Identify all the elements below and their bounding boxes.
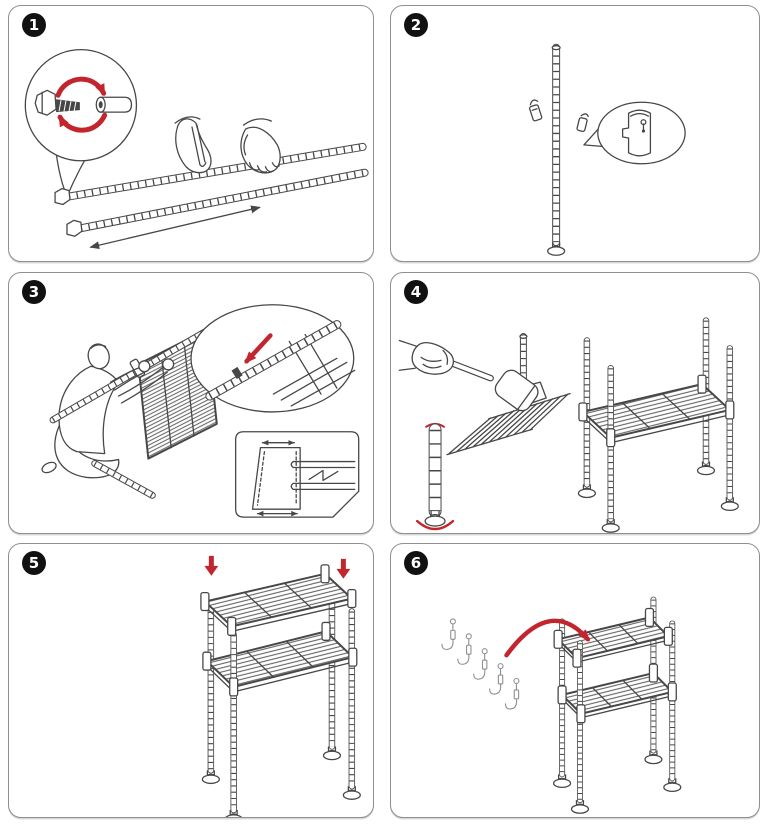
step-panel-5: 5: [8, 543, 374, 818]
segmented-pole-lower: [91, 460, 156, 499]
hand-left: [174, 116, 212, 174]
segmented-pole-lower: [66, 168, 369, 237]
sleeve-cross-section-box: [235, 431, 360, 518]
step-number: 3: [28, 283, 40, 301]
zoom-ellipse: [190, 304, 356, 413]
sleeve-detail-icon: [621, 109, 652, 157]
press-down-arrow-right: [336, 558, 351, 579]
step-panel-1: 1: [8, 5, 374, 262]
illustration-step-5: [200, 555, 361, 817]
step-number-badge: 2: [404, 13, 428, 37]
two-tier-unit: [200, 564, 361, 817]
mallet-scene: [398, 333, 571, 456]
clip-mark: [231, 366, 243, 380]
illustration-step-4: [398, 317, 739, 533]
sleeve-clip-right: [576, 113, 589, 133]
press-down-arrow-left: [204, 555, 219, 576]
pole-socket-icon: [95, 96, 133, 113]
step-panel-3: 3: [8, 272, 374, 534]
segmented-pole-vertical: [547, 43, 566, 256]
step-number: 2: [410, 16, 422, 34]
step-panel-4: 4: [390, 272, 760, 534]
illustration-step-2: [529, 43, 686, 256]
hook-parts: [441, 618, 520, 710]
kneeling-person: [41, 343, 120, 479]
step-number-badge: 4: [404, 280, 428, 304]
single-shelf-unit: [577, 317, 739, 533]
step-number: 1: [28, 16, 40, 34]
illustration-step-3: [41, 304, 360, 518]
insert-arrow-icon: [244, 333, 273, 364]
illustration-step-1: [24, 49, 369, 250]
step-number: 4: [410, 283, 422, 301]
rotate-arrows-icon: [55, 76, 108, 133]
top-shelf: [200, 564, 357, 636]
step-number-badge: 1: [22, 13, 46, 37]
step-number: 6: [410, 554, 422, 572]
zigzag-mark: [308, 469, 339, 482]
attach-arrow-icon: [504, 618, 591, 658]
step-panel-2: 2: [390, 5, 760, 262]
step-number-badge: 3: [22, 280, 46, 304]
zoom-bubble: [24, 49, 138, 198]
step-number-badge: 6: [404, 551, 428, 575]
segmented-pole-upper: [54, 142, 367, 206]
bolt-icon: [34, 89, 80, 116]
assembled-unit: [553, 596, 682, 814]
step-number-badge: 5: [22, 551, 46, 575]
hand-right: [240, 118, 281, 174]
segmented-pole-main: [49, 329, 208, 424]
step-number: 5: [28, 554, 40, 572]
zoom-bubble: [583, 101, 686, 165]
illustration-step-6: [441, 596, 682, 814]
arms-and-hands: [109, 358, 175, 404]
leg-with-foot: [416, 422, 455, 531]
step-panel-6: 6: [390, 543, 760, 818]
sleeve-clip-left: [529, 99, 543, 122]
length-arrow: [89, 205, 261, 250]
hand-holding-mallet: [398, 339, 455, 375]
top-shelf: [557, 616, 670, 663]
